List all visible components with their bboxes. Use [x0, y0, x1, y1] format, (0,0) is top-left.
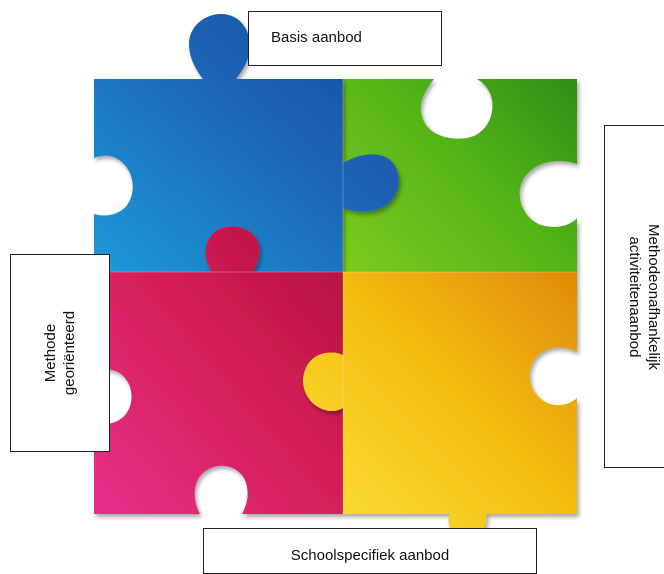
label-methode-line2: georiënteerd: [60, 311, 79, 395]
label-schoolspecifiek-aanbod-text: Schoolspecifiek aanbod: [204, 546, 536, 565]
label-methodeonafhankelijk-line2: activiteitenaanbod: [625, 224, 644, 370]
label-methodeonafhankelijk-line1: Methodeonafhankelijk: [644, 224, 663, 370]
label-methode-line1: Methode: [41, 311, 60, 395]
label-basis-aanbod: Basis aanbod: [248, 11, 442, 66]
yellow-puzzle-piece: [303, 272, 577, 536]
label-methodeonafhankelijk-activiteitenaanbod: Methodeonafhankelijk activiteitenaanbod: [604, 125, 664, 468]
label-schoolspecifiek-aanbod: Schoolspecifiek aanbod: [203, 528, 537, 574]
label-methodeonafhankelijk-text: Methodeonafhankelijk activiteitenaanbod: [625, 224, 663, 370]
label-basis-aanbod-text: Basis aanbod: [271, 28, 362, 47]
label-methode-georienteerd-text: Methode georiënteerd: [41, 311, 79, 395]
label-methode-georienteerd: Methode georiënteerd: [10, 254, 110, 452]
